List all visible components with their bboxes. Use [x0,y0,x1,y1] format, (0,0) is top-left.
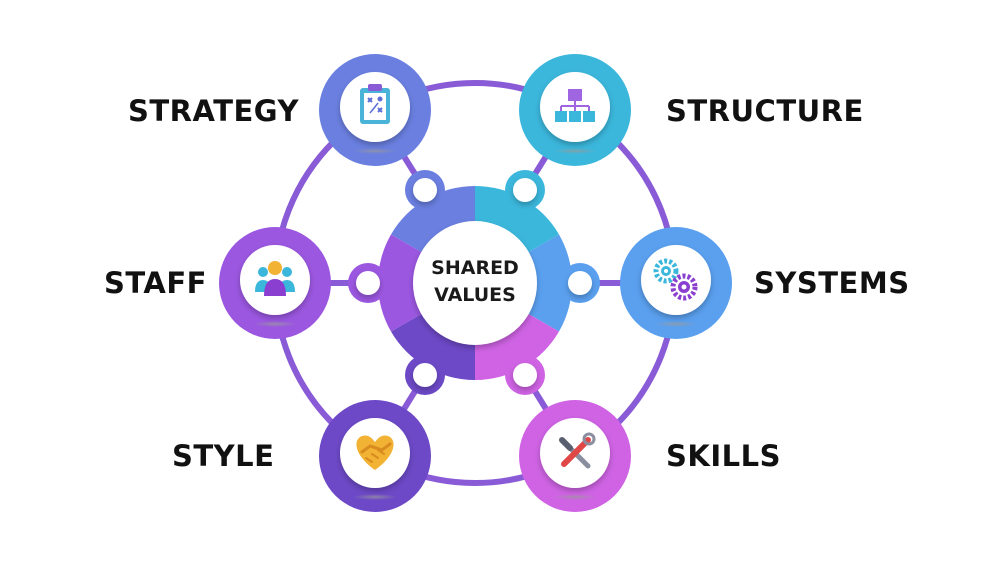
node-staff [219,227,331,339]
team-icon [255,261,295,296]
tools-icon [559,432,596,469]
node-skills [519,400,631,512]
hub-segment-style [391,308,475,380]
label-skills: SKILLS [666,439,781,473]
clipboard-plan-icon [360,84,390,124]
connector-nodes [348,170,600,395]
central-hub [378,186,572,380]
handshake-icon [356,435,394,470]
gears-icon [653,258,698,301]
hub-segment-skills [475,308,559,380]
hub-segment-structure [475,186,559,258]
node-systems [620,227,732,339]
center-title-line1: SHARED [431,257,519,279]
label-systems: SYSTEMS [754,266,910,300]
node-style [319,400,431,512]
center-title: SHARED VALUES [425,255,525,309]
hub-center-disc [413,221,537,345]
hub-segment-strategy [391,186,475,258]
org-chart-icon [555,89,595,122]
node-structure [519,54,631,166]
label-staff: STAFF [104,266,207,300]
center-title-line2: VALUES [434,284,516,306]
node-strategy [319,54,431,166]
label-strategy: STRATEGY [128,94,299,128]
label-structure: STRUCTURE [666,94,864,128]
label-style: STYLE [172,439,275,473]
